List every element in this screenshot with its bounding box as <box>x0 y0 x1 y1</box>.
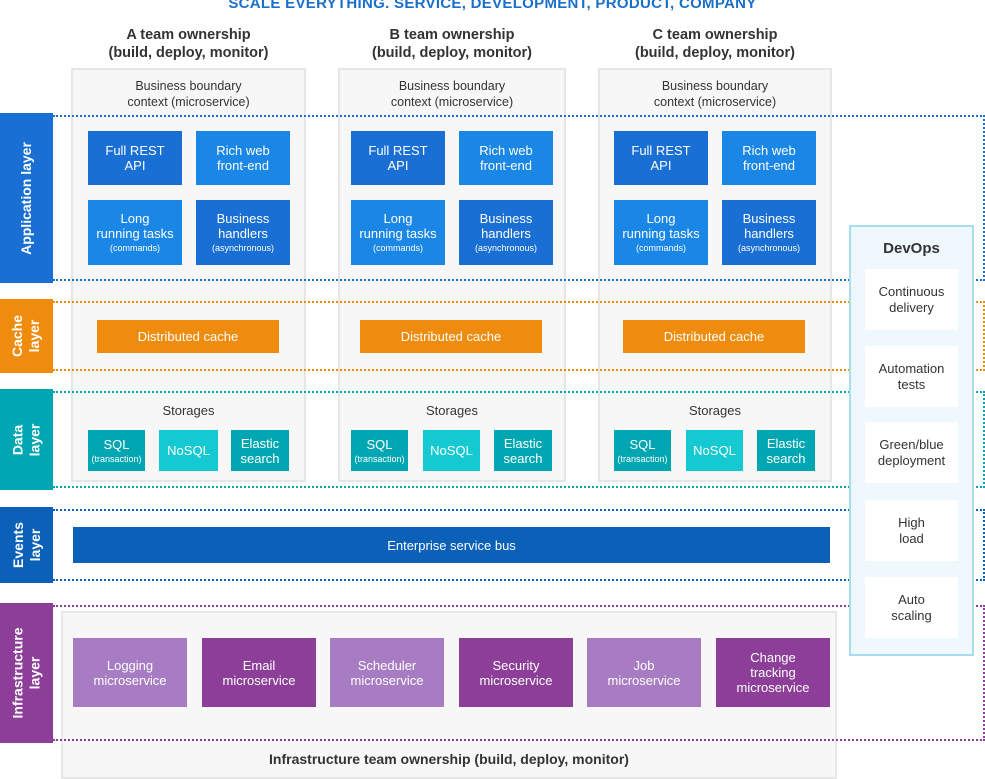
cache-layer-band <box>53 301 985 371</box>
data-layer-label: Data layer <box>0 389 53 490</box>
devops-title: DevOps <box>883 240 940 257</box>
team-a-distributed-cache: Distributed cache <box>97 320 279 353</box>
infrastructure-layer-band <box>53 605 985 741</box>
events-layer-label: Events layer <box>0 507 53 583</box>
application-layer-band <box>53 115 985 281</box>
team-a-nosql: NoSQL <box>159 430 218 471</box>
team-a-sql: SQL(transaction) <box>88 430 145 471</box>
team-b-nosql: NoSQL <box>423 430 480 471</box>
team-c-heading: C team ownership(build, deploy, monitor) <box>634 27 796 61</box>
team-a-storages-label: Storages <box>162 403 215 418</box>
infrastructure-ownership-label: Infrastructure team ownership (build, de… <box>269 751 629 767</box>
events-layer-band <box>53 509 985 581</box>
infrastructure-layer-label: Infrastructure layer <box>0 603 53 743</box>
team-c-sql: SQL(transaction) <box>614 430 671 471</box>
infrastructure-area <box>61 611 837 779</box>
team-b-distributed-cache: Distributed cache <box>360 320 542 353</box>
application-layer-label: Application layer <box>0 113 53 283</box>
cache-layer-label: Cache layer <box>0 299 53 373</box>
data-layer-band <box>53 391 985 488</box>
team-b-storages-label: Storages <box>425 403 479 418</box>
team-b-heading: B team ownership(build, deploy, monitor) <box>371 27 533 61</box>
page-title: SCALE EVERYTHING. SERVICE, DEVELOPMENT, … <box>228 0 757 12</box>
team-c-nosql: NoSQL <box>686 430 743 471</box>
team-a-heading: A team ownership(build, deploy, monitor) <box>108 27 269 61</box>
team-c-storages-label: Storages <box>688 403 742 418</box>
team-b-sql: SQL(transaction) <box>351 430 408 471</box>
enterprise-service-bus: Enterprise service bus <box>73 527 830 563</box>
team-c-distributed-cache: Distributed cache <box>623 320 805 353</box>
